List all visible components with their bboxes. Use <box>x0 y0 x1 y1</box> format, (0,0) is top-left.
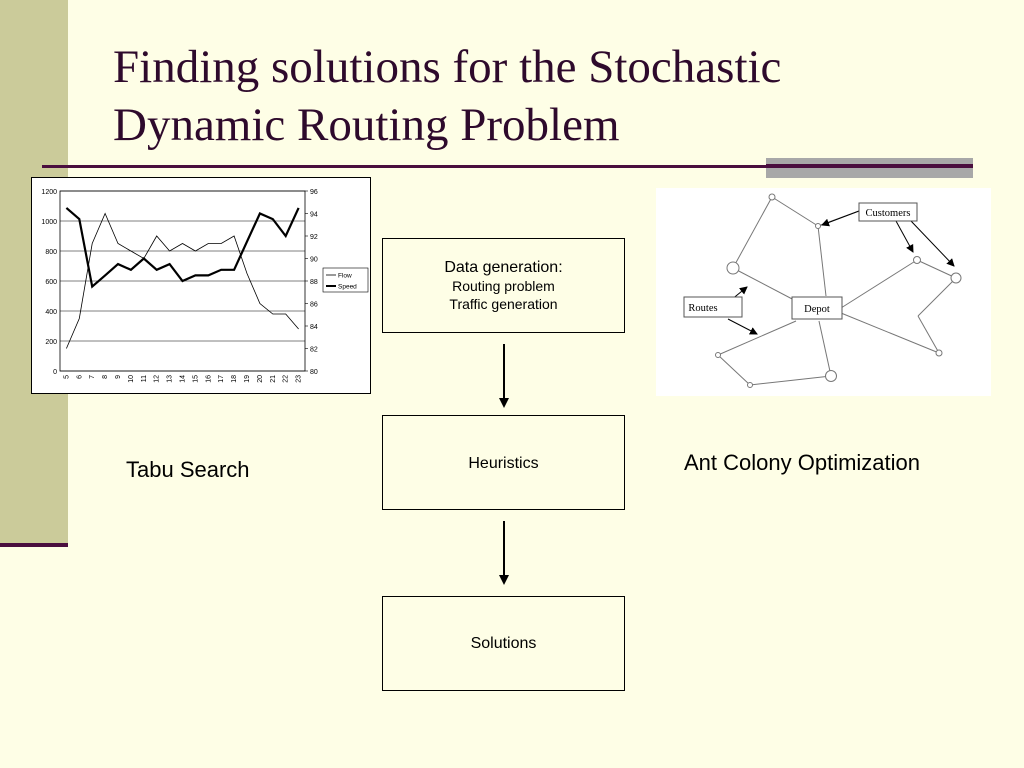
x-tick-label: 10 <box>128 375 135 383</box>
x-tick-label: 23 <box>296 375 303 383</box>
legend-label: Flow <box>338 273 352 280</box>
routes-label: Routes <box>688 303 717 314</box>
right-tick-label: 82 <box>310 347 318 354</box>
x-tick-label: 15 <box>192 375 199 383</box>
left-tick-label: 1000 <box>41 219 57 226</box>
flow-box-heuristics: Heuristics <box>382 415 625 510</box>
data-generation-heading: Data generation: <box>444 259 563 276</box>
solutions-label: Solutions <box>470 635 537 652</box>
legend-box <box>322 267 369 293</box>
right-tick-label: 90 <box>310 257 318 264</box>
x-tick-label: 14 <box>180 375 187 383</box>
x-tick-label: 5 <box>63 375 70 379</box>
x-tick-label: 20 <box>257 375 264 383</box>
series-line-speed <box>65 207 300 289</box>
legend-label: Speed <box>338 284 357 291</box>
left-tick-label: 800 <box>45 249 57 256</box>
right-tick-label: 86 <box>310 302 318 309</box>
title-rule <box>42 165 972 168</box>
x-tick-label: 13 <box>167 375 174 383</box>
left-decor-line <box>0 543 68 547</box>
chart-left-axis: 0 200 400 600 800 1000 1200 <box>41 189 57 376</box>
caption-tabu-search: Tabu Search <box>126 457 250 482</box>
depot-label: Depot <box>804 304 830 315</box>
right-tick-label: 94 <box>310 212 318 219</box>
left-tick-label: 1200 <box>41 189 57 196</box>
flow-arrow-2 <box>503 521 505 576</box>
right-tick-label: 92 <box>310 234 318 241</box>
series-line-flow <box>66 212 299 349</box>
flow-box-solutions: Solutions <box>382 596 625 691</box>
aco-customer-nodes <box>715 193 962 388</box>
routes-label-box: Routes <box>683 296 743 318</box>
x-tick-label: 21 <box>270 375 277 383</box>
heuristics-label: Heuristics <box>468 455 539 472</box>
customers-label-box: Customers <box>858 202 918 222</box>
x-tick-label: 16 <box>205 375 212 383</box>
chart-grid <box>59 190 306 372</box>
x-tick-label: 7 <box>89 375 96 379</box>
aco-diagram: Customers Routes Depot <box>656 188 991 396</box>
caption-ant-colony: Ant Colony Optimization <box>684 450 920 475</box>
right-tick-label: 80 <box>310 369 318 376</box>
flow-arrow-1 <box>503 344 505 399</box>
x-tick-label: 6 <box>76 375 83 379</box>
flow-box-data-generation: Data generation: Routing problem Traffic… <box>382 238 625 333</box>
aco-routes-lines <box>717 196 957 386</box>
x-tick-label: 8 <box>102 375 109 379</box>
chart-series <box>65 207 300 349</box>
depot-label-box: Depot <box>791 296 843 320</box>
aco-svg: Customers Routes Depot <box>683 193 962 388</box>
chart-right-axis: 80 82 84 86 88 90 92 94 96 <box>305 189 318 376</box>
left-tick-label: 400 <box>45 309 57 316</box>
x-tick-label: 9 <box>115 375 122 379</box>
x-tick-label: 17 <box>218 375 225 383</box>
right-tick-label: 84 <box>310 324 318 331</box>
x-tick-label: 18 <box>231 375 238 383</box>
title-rule-accent <box>766 158 973 178</box>
title-line-1: Finding solutions for the Stochastic <box>113 41 782 93</box>
right-tick-label: 96 <box>310 189 318 196</box>
x-tick-label: 19 <box>244 375 251 383</box>
right-tick-label: 88 <box>310 279 318 286</box>
data-generation-line-2: Traffic generation <box>449 296 558 312</box>
customers-label: Customers <box>866 208 911 219</box>
title-line-2: Dynamic Routing Problem <box>113 99 620 151</box>
title-rule-accent-line <box>766 164 973 168</box>
left-tick-label: 600 <box>45 279 57 286</box>
left-tick-label: 0 <box>53 369 57 376</box>
x-tick-label: 22 <box>283 375 290 383</box>
chart-x-axis: 5 6 7 8 9 10 11 12 13 14 15 16 17 18 19 20 21 22 23 <box>63 375 302 383</box>
flow-arrow-2-head <box>499 575 509 585</box>
flow-arrow-1-head <box>499 398 509 408</box>
x-tick-label: 12 <box>154 375 161 383</box>
left-tick-label: 200 <box>45 339 57 346</box>
data-generation-line-1: Routing problem <box>452 278 555 294</box>
slide-title: Finding solutions for the Stochastic Dyn… <box>113 38 993 154</box>
x-tick-label: 11 <box>141 375 148 382</box>
